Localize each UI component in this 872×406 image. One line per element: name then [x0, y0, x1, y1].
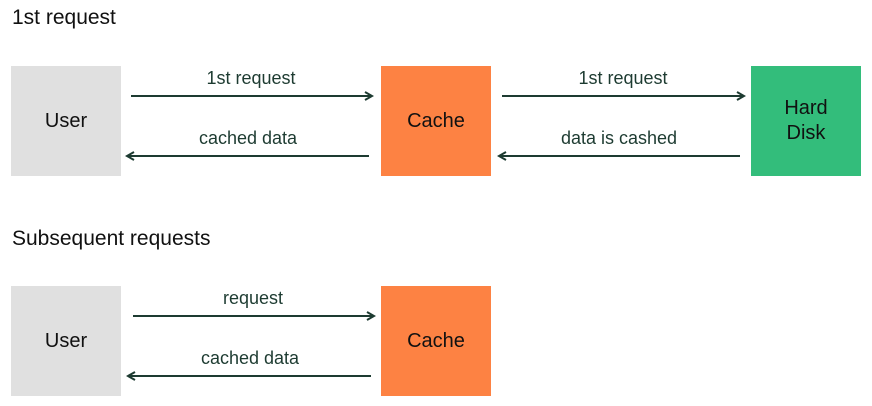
cache-box-subsequent: Cache: [381, 286, 491, 396]
section-title-first-request: 1st request: [12, 6, 116, 29]
arrow-label-disk-to-cache: data is cashed: [560, 128, 678, 148]
user-box-label: User: [44, 109, 88, 132]
user-box-subsequent: User: [11, 286, 121, 396]
cache-box: Cache: [381, 66, 491, 176]
hard-disk-box: Hard Disk: [751, 66, 861, 176]
hard-disk-label-line1: Hard: [784, 97, 828, 119]
cache-box-label: Cache: [407, 109, 465, 132]
user-box: User: [11, 66, 121, 176]
arrow-label-cache-to-disk: 1st request: [578, 68, 668, 88]
cache-box-subsequent-label: Cache: [407, 329, 465, 352]
hard-disk-label-line2: Disk: [786, 122, 826, 144]
arrow-label-user-to-cache: 1st request: [206, 68, 296, 88]
arrow-label-subsequent-user-to-cache: request: [222, 288, 284, 308]
section-title-subsequent-requests: Subsequent requests: [12, 227, 211, 250]
arrow-label-cache-to-user: cached data: [198, 128, 298, 148]
arrow-label-subsequent-cache-to-user: cached data: [200, 348, 300, 368]
user-box-subsequent-label: User: [44, 329, 88, 352]
